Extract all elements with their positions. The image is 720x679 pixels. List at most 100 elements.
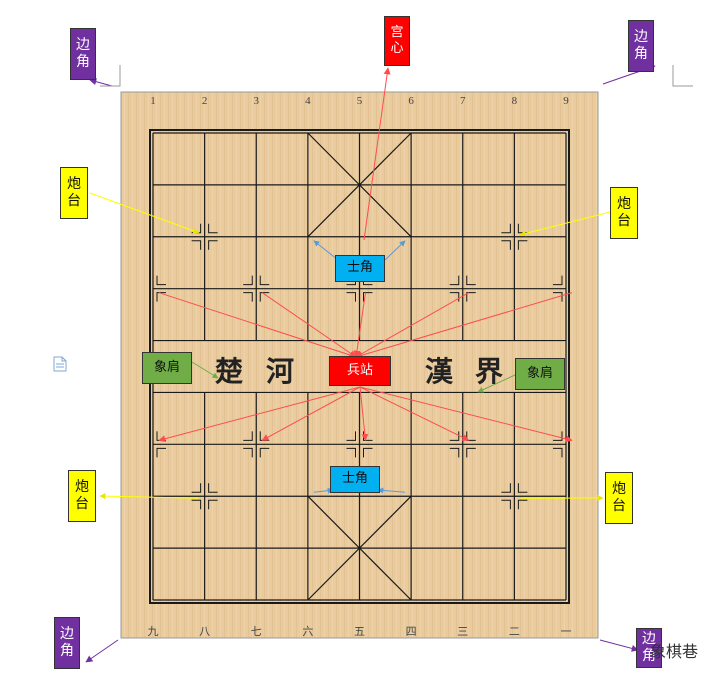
river-han: 漢 xyxy=(425,355,456,388)
position-marker xyxy=(156,292,166,302)
watermark: 象棋巷 xyxy=(650,642,699,661)
label-pao-top-right: 炮台 xyxy=(610,187,638,239)
arrow-corner xyxy=(85,639,119,663)
arrow-xiang xyxy=(191,361,219,379)
top-file-number: 9 xyxy=(563,95,569,107)
top-file-number: 7 xyxy=(460,95,466,107)
position-marker xyxy=(208,499,218,510)
arrow-shi xyxy=(313,487,334,494)
doc-icon[interactable] xyxy=(53,356,67,372)
arrow-from-bing-station xyxy=(261,386,361,441)
arrow-shi xyxy=(313,240,339,261)
bottom-file-number: 七 xyxy=(250,626,262,638)
position-marker xyxy=(259,292,270,302)
arrow-to-bing-station xyxy=(261,292,357,358)
top-file-number: 2 xyxy=(201,95,208,107)
position-marker xyxy=(501,223,511,234)
top-file-number: 1 xyxy=(150,95,156,107)
page-corner-mark xyxy=(672,65,693,87)
top-file-number: 8 xyxy=(511,95,518,107)
arrow-from-bing-station xyxy=(158,386,361,443)
position-marker xyxy=(449,447,460,458)
arrow-to-bing-station xyxy=(355,292,469,358)
position-marker xyxy=(243,292,253,302)
position-marker xyxy=(346,447,356,458)
top-file-number: 3 xyxy=(253,95,260,107)
arrow-pao xyxy=(99,493,199,500)
label-shi-top: 士角 xyxy=(335,255,385,282)
label-pao-bottom-left: 炮台 xyxy=(68,470,96,522)
page-corner-mark xyxy=(100,65,121,87)
arrow-shi xyxy=(384,240,406,261)
bottom-file-number: 六 xyxy=(302,626,314,638)
position-marker xyxy=(346,292,356,302)
position-marker xyxy=(363,447,373,458)
label-pao-bottom-right: 炮台 xyxy=(605,472,633,524)
bottom-file-number: 五 xyxy=(354,626,365,638)
position-marker xyxy=(517,483,528,493)
arrow-from-bing-station xyxy=(359,386,369,442)
arrow-from-bing-station xyxy=(359,386,573,443)
label-palace-center: 宫心 xyxy=(384,16,410,66)
position-marker xyxy=(466,447,476,458)
bottom-file-number: 三 xyxy=(457,626,469,638)
bottom-file-number: 九 xyxy=(147,626,159,638)
arrow-corner xyxy=(89,78,113,87)
river-chu: 楚 xyxy=(215,355,246,388)
arrow-pao xyxy=(89,192,200,234)
position-marker xyxy=(466,275,476,286)
position-marker xyxy=(553,447,563,458)
bottom-file-number: 八 xyxy=(199,626,211,638)
position-marker xyxy=(449,275,460,286)
arrow-pao xyxy=(519,211,611,237)
position-marker xyxy=(501,499,511,510)
position-marker xyxy=(553,431,563,441)
palace-diagonal xyxy=(307,132,412,238)
position-marker xyxy=(501,240,511,250)
top-file-number: 4 xyxy=(305,95,311,107)
position-marker xyxy=(259,447,270,458)
position-marker xyxy=(243,447,253,458)
river-jie: 界 xyxy=(475,355,506,388)
label-corner-bottom-left: 边角 xyxy=(54,617,80,669)
position-marker xyxy=(259,275,270,286)
position-marker xyxy=(501,483,511,493)
arrow-corner xyxy=(599,639,639,652)
arrow-to-bing-station xyxy=(158,292,357,359)
position-marker xyxy=(517,499,528,510)
bottom-file-number: 二 xyxy=(508,626,520,638)
position-marker xyxy=(517,240,528,250)
label-xiang-left: 象肩 xyxy=(142,352,192,384)
position-marker xyxy=(156,275,166,286)
position-marker xyxy=(191,499,202,510)
arrow-xiang xyxy=(477,374,516,393)
position-marker xyxy=(208,240,218,250)
top-file-number: 6 xyxy=(408,95,414,107)
label-corner-top-right: 边角 xyxy=(628,20,654,72)
bottom-file-number: 四 xyxy=(405,626,417,638)
position-marker xyxy=(363,292,373,302)
position-marker xyxy=(156,447,166,458)
label-shi-bottom: 士角 xyxy=(330,466,380,493)
position-marker xyxy=(208,483,218,493)
arrow-shi xyxy=(377,487,406,494)
position-marker xyxy=(191,483,202,493)
label-xiang-right: 象肩 xyxy=(515,358,565,390)
arrow-to-bing-station xyxy=(355,292,573,359)
document-icon xyxy=(53,356,67,372)
position-marker xyxy=(346,431,356,441)
position-marker xyxy=(553,275,563,286)
label-corner-top-left: 边角 xyxy=(70,28,96,80)
position-marker xyxy=(243,275,253,286)
position-marker xyxy=(553,292,563,302)
position-marker xyxy=(191,240,202,250)
arrow-to-bing-station xyxy=(353,292,366,358)
arrow-palace-center xyxy=(363,67,391,241)
top-file-number: 5 xyxy=(356,95,363,107)
position-marker xyxy=(243,431,253,441)
arrow-from-bing-station xyxy=(359,386,470,441)
position-marker xyxy=(449,431,460,441)
bottom-file-number: 一 xyxy=(560,626,572,638)
position-marker xyxy=(466,292,476,302)
label-corner-bottom-right: 边角 xyxy=(636,628,662,668)
